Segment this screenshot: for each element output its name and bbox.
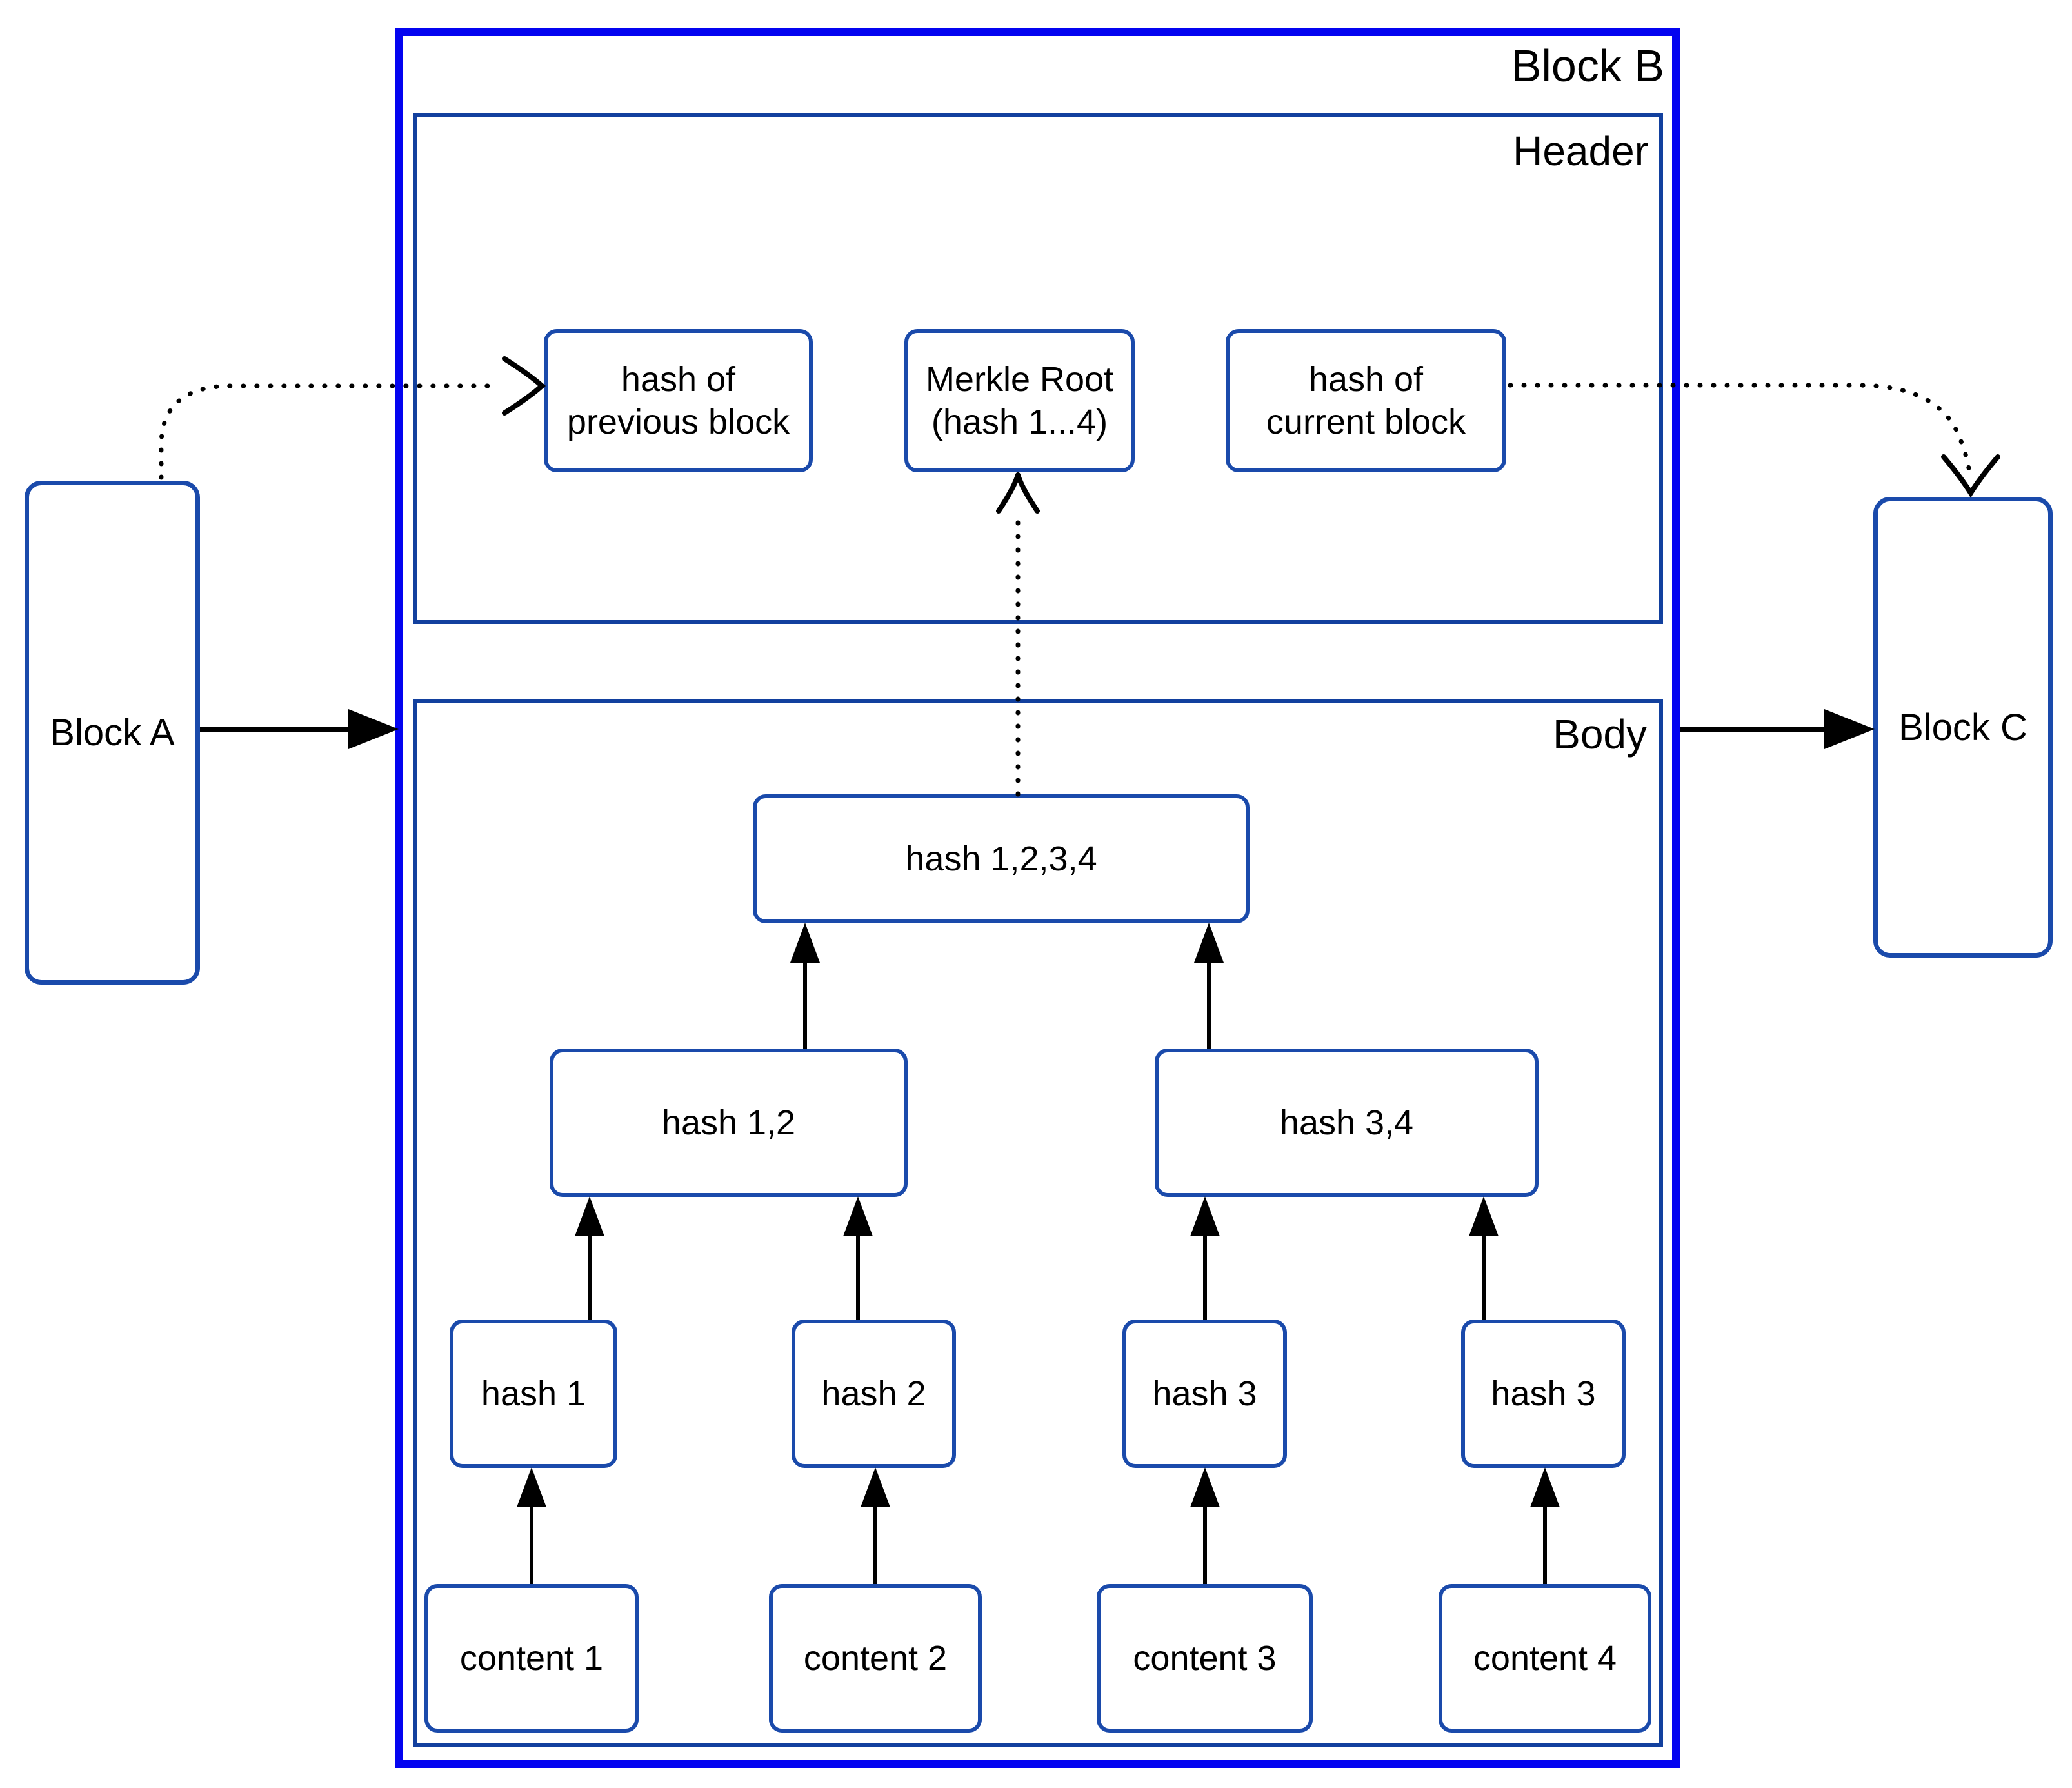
node-hash-3-right-label: hash 3: [1491, 1374, 1596, 1413]
block-a-label: Block A: [50, 712, 175, 754]
node-merkle-root-line2: (hash 1...4): [931, 403, 1108, 441]
block-b-label: Block B: [1511, 41, 1664, 91]
node-hash-1-label: hash 1: [481, 1374, 586, 1413]
block-a: Block A: [25, 481, 200, 985]
node-content-2: content 2: [769, 1584, 982, 1733]
node-content-1: content 1: [424, 1584, 639, 1733]
node-hash-of-current-block-line1: hash of: [1308, 360, 1424, 399]
header-label: Header: [1513, 128, 1648, 174]
body-section: [413, 699, 1663, 1747]
node-hash-3-left: hash 3: [1122, 1320, 1287, 1468]
node-content-4-label: content 4: [1473, 1639, 1617, 1678]
arrow-block-b-to-block-c: [1680, 709, 1875, 749]
block-c-label: Block C: [1898, 706, 2027, 748]
body-label: Body: [1553, 711, 1647, 758]
node-hash-12-label: hash 1,2: [661, 1103, 796, 1142]
node-hash-1234-label: hash 1,2,3,4: [905, 839, 1097, 878]
node-hash-of-previous-block: hash of previous block: [544, 329, 813, 472]
node-hash-of-current-block: hash of current block: [1226, 329, 1506, 472]
node-hash-of-current-block-line2: current block: [1266, 403, 1466, 441]
node-hash-3-left-label: hash 3: [1152, 1374, 1257, 1413]
node-content-1-label: content 1: [459, 1639, 604, 1678]
node-hash-of-previous-block-line2: previous block: [566, 403, 790, 441]
node-hash-1: hash 1: [450, 1320, 617, 1468]
node-content-3-label: content 3: [1133, 1639, 1277, 1678]
node-hash-1234: hash 1,2,3,4: [753, 794, 1250, 923]
node-merkle-root-line1: Merkle Root: [925, 360, 1114, 399]
block-c: Block C: [1873, 497, 2053, 958]
node-hash-of-previous-block-line1: hash of: [621, 360, 736, 399]
arrow-block-a-to-block-b: [200, 709, 399, 749]
node-hash-2: hash 2: [792, 1320, 956, 1468]
header-section: [413, 113, 1663, 624]
node-hash-2-label: hash 2: [821, 1374, 926, 1413]
node-hash-12: hash 1,2: [550, 1049, 908, 1197]
node-content-3: content 3: [1097, 1584, 1313, 1733]
node-hash-3-right: hash 3: [1461, 1320, 1626, 1468]
node-content-2-label: content 2: [803, 1639, 948, 1678]
node-content-4: content 4: [1439, 1584, 1651, 1733]
node-hash-34-label: hash 3,4: [1279, 1103, 1414, 1142]
node-merkle-root: Merkle Root (hash 1...4): [904, 329, 1135, 472]
node-hash-34: hash 3,4: [1155, 1049, 1539, 1197]
